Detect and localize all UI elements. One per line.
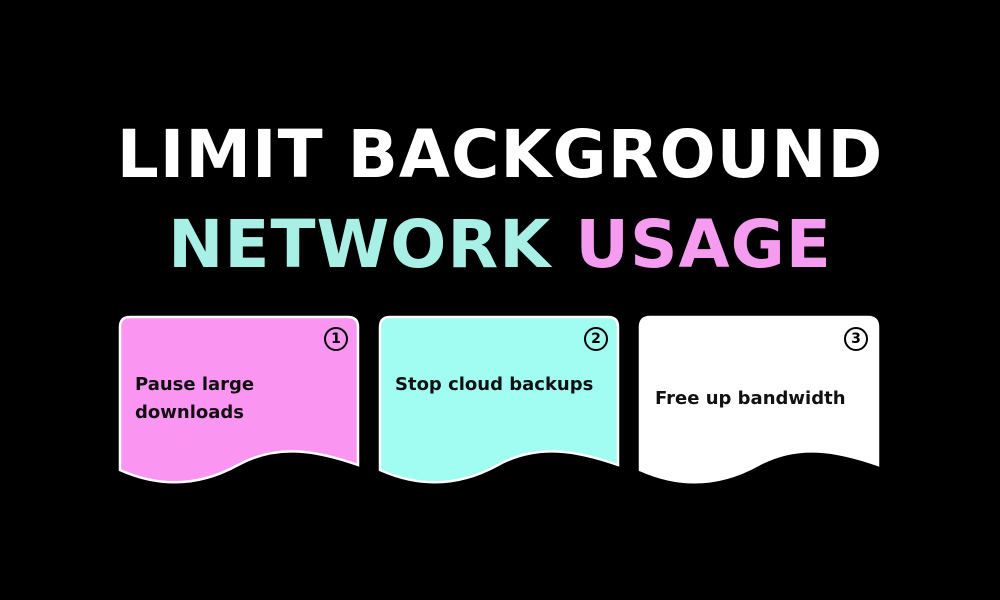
step-number-badge-2: 2 — [584, 327, 608, 351]
headline-text-usage: USAGE — [575, 206, 832, 283]
step-number-badge-3: 3 — [844, 327, 868, 351]
headline-line-1: LIMIT BACKGROUND — [0, 122, 1000, 188]
headline-text-limit-background: LIMIT BACKGROUND — [116, 116, 884, 193]
wave-card-shape-2 — [378, 315, 620, 484]
step-number-badge-1: 1 — [324, 327, 348, 351]
tip-card-label-3: Free up bandwidth — [655, 388, 846, 409]
tip-card-2: 2 Stop cloud backups — [378, 315, 620, 490]
tip-card-3: 3 Free up bandwidth — [638, 315, 880, 490]
tip-card-1: 1 Pause large downloads — [118, 315, 360, 490]
headline-text-network: NETWORK — [168, 206, 552, 283]
tip-card-label-1: Pause large downloads — [135, 374, 255, 423]
tip-card-label-2: Stop cloud backups — [395, 374, 594, 395]
wave-card-shape-1 — [118, 315, 360, 484]
wave-card-shape-3 — [638, 315, 880, 484]
headline-line-2: NETWORK USAGE — [0, 212, 1000, 278]
